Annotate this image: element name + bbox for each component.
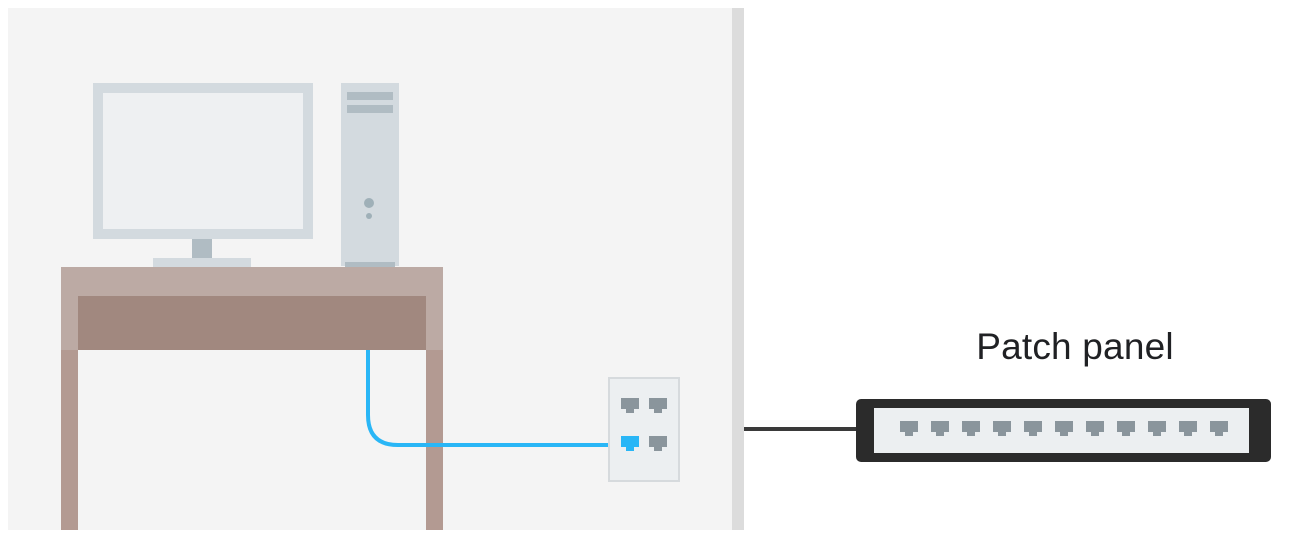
wall-edge: [732, 8, 744, 530]
blue-ethernet-cable: [366, 350, 624, 447]
monitor-stand-neck: [192, 239, 212, 259]
patch-panel-port: [1210, 421, 1228, 436]
patch-panel-port: [962, 421, 980, 436]
wall-jack-port-connected: [621, 436, 639, 451]
patch-panel-port: [931, 421, 949, 436]
patch-panel-port: [1024, 421, 1042, 436]
patch-panel-port: [1055, 421, 1073, 436]
wall-jack-port: [649, 436, 667, 451]
desk-leg-left: [61, 350, 78, 530]
patch-panel-port: [900, 421, 918, 436]
wall-jack-plate: [608, 377, 680, 482]
desk: [61, 267, 443, 530]
monitor-screen: [103, 93, 303, 229]
tower-power-button: [364, 198, 374, 208]
monitor: [93, 83, 313, 267]
computer-tower: [341, 83, 399, 268]
patch-panel: [856, 399, 1271, 462]
tower-foot: [345, 262, 395, 268]
wall-jack-port: [621, 398, 639, 413]
tower-body: [341, 83, 399, 266]
tower-drive-bay-2: [347, 105, 393, 113]
patch-panel-port: [993, 421, 1011, 436]
monitor-stand-base: [153, 258, 251, 267]
desk-drawer: [78, 296, 426, 350]
tower-drive-bay-1: [347, 92, 393, 100]
tower-led: [366, 213, 372, 219]
desk-leg-right: [426, 350, 443, 530]
patch-panel-port: [1148, 421, 1166, 436]
wall-jack-port: [649, 398, 667, 413]
patch-panel-port: [1179, 421, 1197, 436]
patch-panel-port: [1117, 421, 1135, 436]
patch-panel-label: Patch panel: [976, 326, 1174, 367]
wall-jack: [608, 377, 680, 482]
patch-panel-port: [1086, 421, 1104, 436]
